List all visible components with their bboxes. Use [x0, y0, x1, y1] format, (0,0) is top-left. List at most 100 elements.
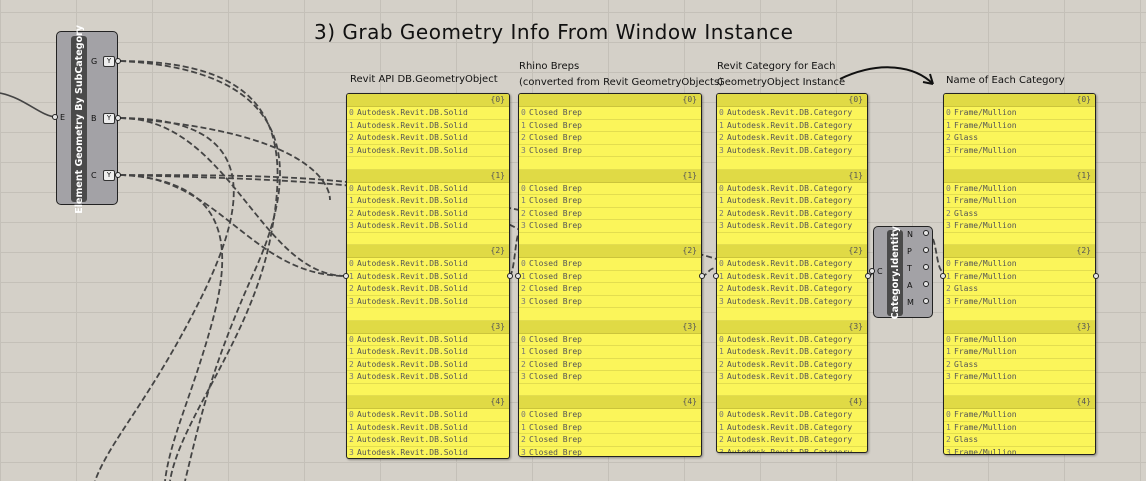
output-grip-p[interactable]	[923, 247, 929, 253]
category-component-name: Category.Identity	[887, 226, 903, 320]
output-port-g[interactable]: G	[91, 57, 98, 66]
input-grip-e[interactable]	[52, 114, 58, 120]
item-value: Autodesk.Revit.DB.Category	[727, 422, 853, 432]
item-value: Frame/Mullion	[954, 108, 1017, 117]
panel-4-output-grip[interactable]	[1093, 273, 1099, 279]
item-index: 1	[719, 120, 724, 130]
branch-spacer	[944, 384, 1095, 396]
wire-b-down-1	[94, 117, 235, 481]
item-index: 2	[719, 359, 724, 369]
item-value: Frame/Mullion	[954, 447, 1017, 455]
category-identity-component[interactable]: Category.Identity C N P T A M	[873, 226, 933, 320]
item-index: 1	[946, 422, 951, 432]
panel-3-label-line-1: Revit Category for Each	[717, 61, 836, 72]
item-value: Glass	[954, 284, 979, 293]
output-grip-t[interactable]	[923, 264, 929, 270]
item-index: 3	[946, 447, 951, 455]
panel-4-label: Name of Each Category	[946, 73, 1065, 89]
item-index: 1	[349, 422, 354, 432]
item-index: 2	[946, 208, 951, 218]
branch-path: {1}	[717, 169, 867, 183]
branch-spacer	[519, 157, 701, 170]
item-value: Closed Brep	[529, 208, 582, 218]
branch-path: {3}	[944, 320, 1095, 334]
input-grip-category[interactable]	[869, 268, 875, 274]
panel-3-output-grip[interactable]	[865, 273, 871, 279]
wire-b-down-2	[119, 117, 331, 201]
canvas-title: 3) Grab Geometry Info From Window Instan…	[314, 20, 794, 44]
panel-2-input-grip[interactable]	[515, 273, 521, 279]
input-port-e[interactable]: E	[60, 113, 66, 122]
output-grip-m[interactable]	[923, 298, 929, 304]
category-component-name-text: Category.Identity	[889, 226, 901, 320]
item-value: Autodesk.Revit.DB.Solid	[357, 359, 468, 369]
item-index: 0	[349, 334, 354, 344]
annotation-arrow	[839, 66, 934, 85]
item-value: Autodesk.Revit.DB.Category	[727, 372, 853, 381]
branch-path: {4}	[944, 396, 1095, 409]
branch-spacer	[717, 157, 867, 170]
item-value: Closed Brep	[529, 259, 582, 268]
item-value: Closed Brep	[529, 133, 582, 142]
item-index: 2	[719, 133, 724, 142]
output-port-m[interactable]: M	[907, 298, 914, 307]
item-value: Autodesk.Revit.DB.Category	[727, 208, 853, 218]
panel-1-input-grip[interactable]	[343, 273, 349, 279]
output-port-n[interactable]: N	[907, 230, 913, 239]
item-value: Autodesk.Revit.DB.Solid	[357, 284, 468, 293]
branch-spacer	[717, 308, 867, 321]
output-port-a[interactable]: A	[907, 281, 913, 290]
output-flag-g: Y	[103, 56, 115, 67]
output-grip-c[interactable]	[115, 172, 121, 178]
input-port-c[interactable]: C	[877, 267, 883, 276]
item-value: Autodesk.Revit.DB.Category	[727, 359, 853, 369]
output-grip-n[interactable]	[923, 230, 929, 236]
item-value: Autodesk.Revit.DB.Category	[727, 271, 853, 281]
output-port-c[interactable]: C	[91, 171, 97, 180]
output-grip-g[interactable]	[115, 58, 121, 64]
branch-path: {2}	[717, 245, 867, 258]
item-value: Glass	[954, 359, 979, 369]
item-value: Autodesk.Revit.DB.Category	[727, 133, 853, 142]
item-value: Closed Brep	[529, 196, 582, 205]
output-port-t[interactable]: T	[907, 264, 912, 273]
item-value: Autodesk.Revit.DB.Solid	[357, 208, 468, 218]
item-index: 1	[521, 422, 526, 432]
item-value: Frame/Mullion	[954, 347, 1017, 356]
output-grip-b[interactable]	[115, 115, 121, 121]
item-value: Closed Brep	[529, 447, 582, 457]
panel-2-output-grip[interactable]	[699, 273, 705, 279]
output-grip-a[interactable]	[923, 281, 929, 287]
item-index: 3	[349, 145, 354, 155]
item-index: 0	[946, 410, 951, 419]
output-port-p[interactable]: P	[907, 247, 912, 256]
panel-4-input-grip[interactable]	[940, 273, 946, 279]
panel-3-label-line-2: GeometryObject Instance	[717, 77, 846, 88]
item-value: Frame/Mullion	[954, 196, 1017, 205]
panel-1-output-grip[interactable]	[507, 273, 513, 279]
panel-3-input-grip[interactable]	[713, 273, 719, 279]
output-port-b[interactable]: B	[91, 114, 97, 123]
element-geometry-by-subcategory-component[interactable]: Element Geometry By SubCategory E G Y B …	[56, 25, 118, 213]
